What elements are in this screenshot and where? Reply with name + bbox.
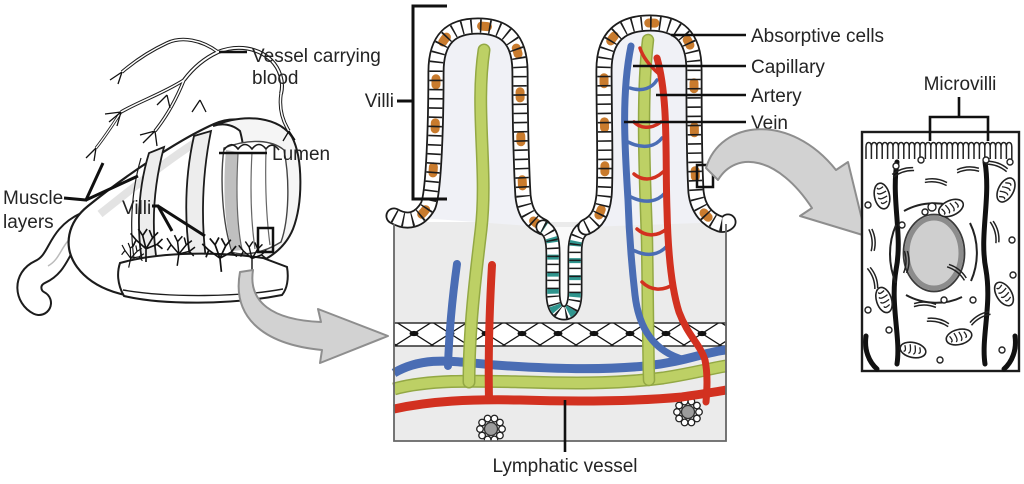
- intestinal-crypt: [543, 227, 586, 313]
- left-vein-stub: [444, 260, 461, 370]
- gland-layer: [476, 397, 703, 441]
- label-microvilli: Microvilli: [924, 74, 997, 95]
- tissue-box-border: [393, 224, 727, 442]
- microvilli-bracket: [928, 97, 990, 141]
- label-vessel-carrying-blood-line2: blood: [252, 68, 299, 89]
- label-lymphatic-vessel: Lymphatic vessel: [492, 456, 637, 477]
- label-villi-middle: Villi: [365, 91, 394, 112]
- zoom-arrow-left: [237, 269, 389, 364]
- intestine-labels: Vessel carrying blood Lumen Muscle layer…: [3, 46, 381, 238]
- left-villus-epithelium: [394, 26, 543, 227]
- vesicles: [864, 156, 1017, 364]
- label-muscle-layers: Muscle: [3, 188, 63, 209]
- left-lacteal: [464, 45, 489, 387]
- artery-horizontal: [393, 385, 727, 414]
- right-villus-artery: [653, 54, 711, 406]
- villi-section-labels: Villi Absorptive cells Capillary Artery …: [365, 4, 884, 477]
- label-absorptive-cells: Absorptive cells: [751, 26, 884, 47]
- cell-membrane-left: [891, 159, 901, 367]
- left-artery-stub: [484, 261, 496, 404]
- vessel-twigs: [85, 71, 296, 162]
- label-muscle-layers-line2: layers: [3, 212, 54, 233]
- villi-left-leader-line: [152, 204, 206, 238]
- muscle-layers-leader-line: [63, 162, 139, 202]
- label-capillary: Capillary: [751, 57, 825, 78]
- microvilli-brush-border: [865, 141, 1013, 159]
- intestinal-gland: [673, 397, 703, 427]
- label-vessel-carrying-blood: Vessel carrying: [252, 46, 381, 67]
- nucleus: [889, 202, 978, 304]
- corner-membranes: [863, 333, 1018, 372]
- artery-capillary-branches: [632, 46, 676, 291]
- absorptive-cell-detail: Microvilli: [860, 74, 1021, 373]
- muscularis-band: [393, 322, 727, 347]
- label-villi-left: Villi: [122, 198, 151, 219]
- villi-bracket: [397, 4, 447, 201]
- vein-capillary-branches: [626, 78, 669, 257]
- blood-vessel-network: [85, 37, 296, 162]
- cell-membrane-right: [981, 159, 991, 367]
- villi-cross-section: [392, 23, 728, 442]
- intestine-cut-end: [212, 117, 302, 269]
- label-artery: Artery: [751, 86, 802, 107]
- zoom-highlight-box-left: [256, 226, 275, 254]
- right-villus-vein: [621, 42, 689, 364]
- label-lumen: Lumen: [272, 144, 330, 165]
- intestinal-gland: [476, 414, 506, 441]
- lymphatic-vessel-horizontal: [392, 361, 727, 394]
- zoom-arrow-right: [705, 128, 867, 237]
